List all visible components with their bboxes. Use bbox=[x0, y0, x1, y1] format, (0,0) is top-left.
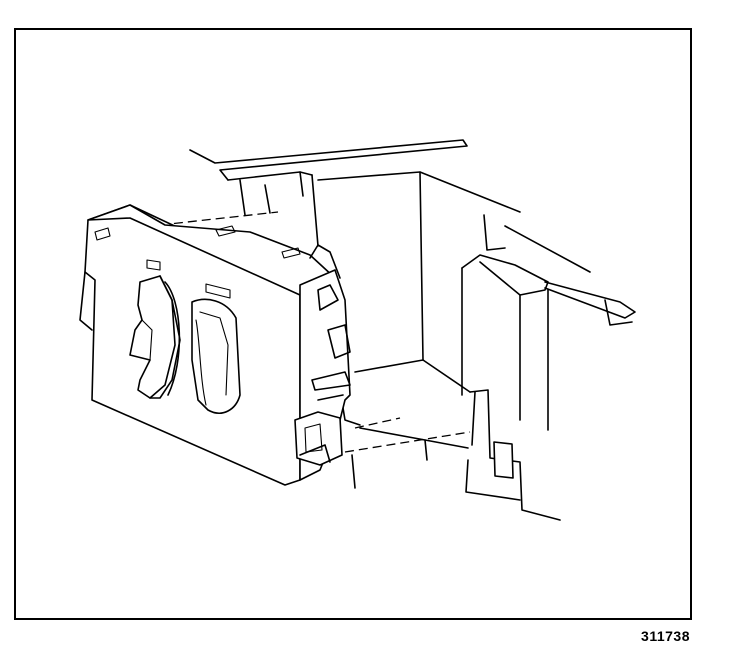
figure-frame bbox=[14, 28, 692, 620]
headlamp-switch-assembly bbox=[79, 204, 351, 486]
instrument-panel-carrier bbox=[189, 139, 636, 521]
figure-number: 311738 bbox=[641, 628, 690, 644]
alignment-lines bbox=[159, 211, 471, 453]
